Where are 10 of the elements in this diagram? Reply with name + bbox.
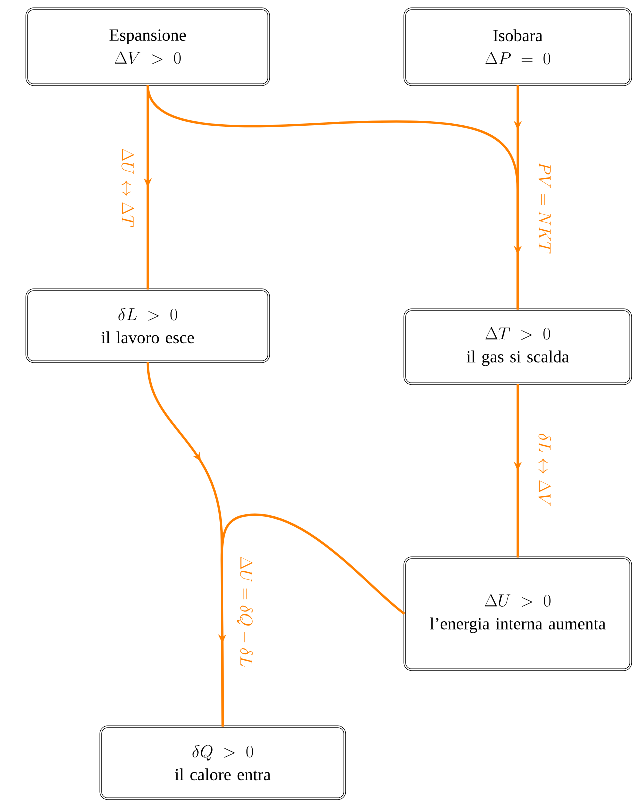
state-box: $\delta L \;>\; 0$ il lavoro esce [26,288,270,364]
edge-label: $PV = NKT$ [538,160,552,256]
state-box: $\Delta U \;>\; 0$ l’energia interna aumenta [404,556,632,672]
state-box: Isobara $\Delta P \;=\; 0$ [404,8,632,86]
state-box: $\Delta T \;>\; 0$ il gas si scalda [404,308,632,386]
edge-label: $\Delta U = \delta Q - \delta L$ [236,556,254,668]
state-box: $\delta Q \;>\; 0$ il calore entra [100,726,346,800]
edge-label: $\delta L \leftrightarrow \Delta V$ [538,432,552,508]
edge-label: $\Delta U \leftrightarrow \Delta T$ [121,147,135,229]
state-box: Espansione $\Delta V \;>\; 0$ [26,8,270,86]
